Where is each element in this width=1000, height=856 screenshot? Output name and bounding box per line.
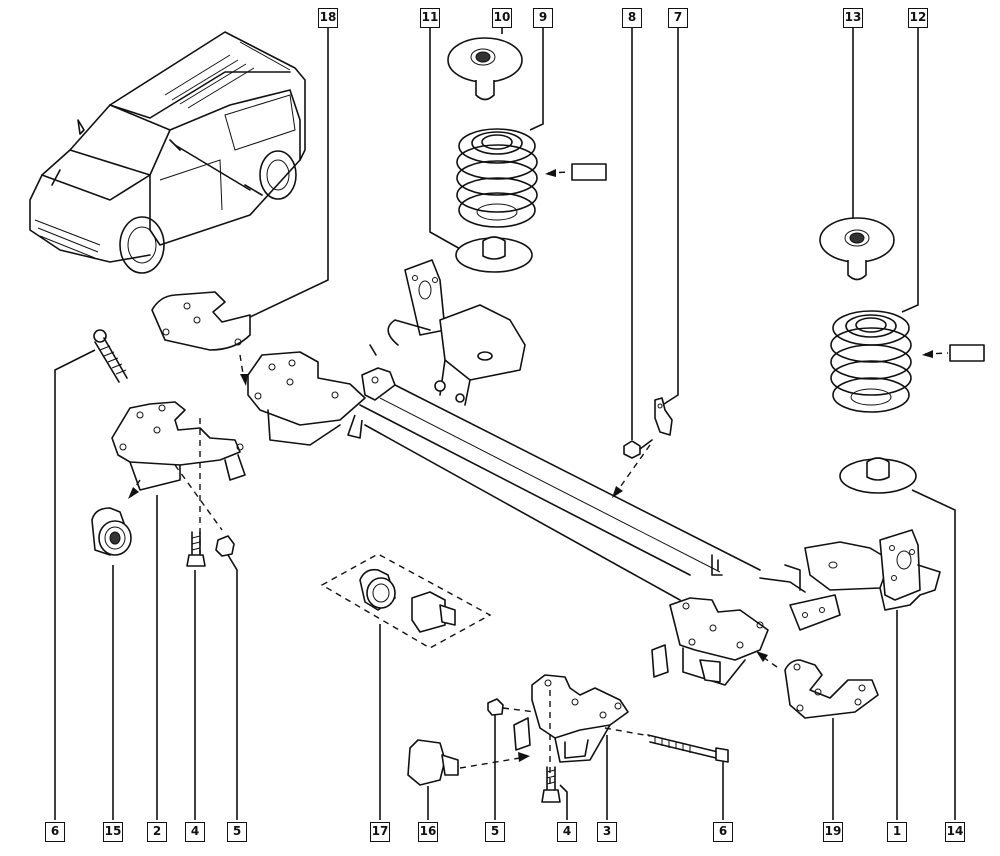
- left-reinforcement-plate: [151, 291, 251, 386]
- spring-marking-tag-left: [545, 163, 607, 181]
- bushing-kit: [320, 553, 492, 649]
- right-bearing-bracket: [513, 674, 651, 785]
- leader-lines-top: [247, 27, 919, 440]
- callout-1: 1: [887, 822, 907, 842]
- left-pivot-bushing: [91, 507, 132, 556]
- spring-marking-tag-right: [922, 344, 985, 362]
- callout-8: 8: [622, 8, 642, 28]
- right-reinforcement-plate: [756, 651, 879, 719]
- callout-10: 10: [492, 8, 512, 28]
- callout-2: 2: [147, 822, 167, 842]
- callout-9: 9: [533, 8, 553, 28]
- left-coil-spring: [456, 128, 538, 228]
- callout-5-right: 5: [485, 822, 505, 842]
- callout-5: 5: [227, 822, 247, 842]
- right-pivot-bushing: [407, 739, 530, 786]
- callout-18: 18: [318, 8, 338, 28]
- callout-4: 4: [185, 822, 205, 842]
- right-pivot-bolt: [647, 734, 729, 763]
- right-lower-spring-seat: [839, 457, 917, 494]
- callout-6: 6: [45, 822, 65, 842]
- callout-11: 11: [420, 8, 440, 28]
- left-bearing-bracket: [111, 401, 246, 560]
- callout-4-right: 4: [557, 822, 577, 842]
- callout-6-right: 6: [713, 822, 733, 842]
- rear-axle-beam: [247, 259, 941, 686]
- right-coil-spring: [830, 310, 912, 413]
- callout-17: 17: [370, 822, 390, 842]
- callout-12: 12: [908, 8, 928, 28]
- right-upper-spring-seat: [819, 217, 895, 281]
- left-bracket-bolt: [186, 531, 206, 567]
- callout-14: 14: [945, 822, 965, 842]
- callout-3: 3: [597, 822, 617, 842]
- vehicle-overview: [29, 31, 306, 274]
- left-upper-spring-seat: [447, 37, 523, 101]
- left-pivot-bolt: [93, 329, 128, 383]
- callout-7: 7: [668, 8, 688, 28]
- callout-16: 16: [418, 822, 438, 842]
- leader-lines-bottom: [54, 349, 956, 820]
- bracket-screw: [612, 439, 653, 498]
- right-bracket-bolt: [541, 766, 561, 803]
- callout-13: 13: [843, 8, 863, 28]
- right-bracket-nut: [487, 698, 536, 716]
- left-bracket-nut: [215, 535, 235, 557]
- brake-hose-bracket: [654, 397, 673, 436]
- left-lower-spring-seat: [455, 236, 533, 273]
- callout-15: 15: [103, 822, 123, 842]
- callout-19: 19: [823, 822, 843, 842]
